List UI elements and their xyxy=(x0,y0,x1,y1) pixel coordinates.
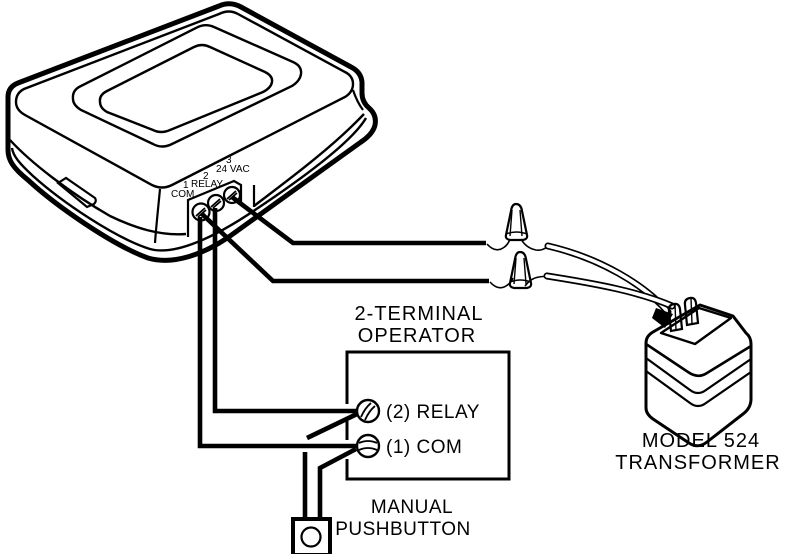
transformer-seam-1 xyxy=(645,357,752,395)
receiver-lid xyxy=(71,24,303,148)
wire-nut-2 xyxy=(489,250,547,290)
wire-24vac-to-nut xyxy=(230,195,486,246)
wire-nut-1-curl-left xyxy=(486,238,511,251)
operator-terminal-relay-label: (2) RELAY xyxy=(386,402,480,423)
terminal-2-number: 2 xyxy=(203,171,209,182)
transformer-label-line1: MODEL 524 xyxy=(642,430,760,452)
transformer-lead-2 xyxy=(543,272,676,310)
wire-nut-1 xyxy=(486,202,548,251)
receiver-wall-line-left xyxy=(9,139,187,236)
terminal-3-number: 3 xyxy=(226,155,232,166)
transformer-prong-2 xyxy=(683,296,700,327)
wire-nut-1-cone xyxy=(504,202,529,242)
pushbutton-button xyxy=(300,526,322,548)
receiver-rim-inner xyxy=(10,117,368,252)
receiver-notch-tab xyxy=(56,176,97,209)
operator-box: 2-TERMINAL OPERATOR (2) RELAY (1) COM xyxy=(345,303,511,481)
manual-pushbutton: MANUAL PUSHBUTTON xyxy=(291,497,471,554)
terminal-panel xyxy=(186,179,243,237)
transformer-label-line2: TRANSFORMER xyxy=(615,452,780,474)
operator-screw-relay xyxy=(355,398,381,424)
wire-nut-1-ridges xyxy=(505,209,528,237)
transformer: MODEL 524 TRANSFORMER xyxy=(615,296,780,474)
receiver-front-corner-edge xyxy=(153,188,162,244)
terminal-1-number: 1 xyxy=(183,180,189,191)
operator-screw-com xyxy=(355,433,381,459)
wire-com-to-operator xyxy=(197,217,356,449)
wire-com-to-nut xyxy=(200,212,489,284)
wire-nut-2-cone xyxy=(508,250,533,290)
pushbutton-label-line1: MANUAL xyxy=(371,497,453,518)
transformer-seam-2 xyxy=(645,370,752,408)
terminal-3-label: 24 VAC xyxy=(216,164,250,175)
terminal-2-label: RELAY xyxy=(191,179,223,190)
terminal-1-label: COM xyxy=(171,189,194,200)
operator-terminal-com-label: (1) COM xyxy=(386,437,462,458)
receiver-right-corner-edge xyxy=(351,89,364,111)
pushbutton-wire-relay xyxy=(302,411,358,521)
pushbutton-label-line2: PUSHBUTTON xyxy=(335,519,471,540)
receiver-top-face xyxy=(14,10,355,189)
receiver-lid-window xyxy=(98,43,274,134)
receiver-device: 1 COM 2 RELAY 3 24 VAC xyxy=(5,1,378,263)
operator-box-outline xyxy=(345,350,511,481)
pushbutton-wire-com xyxy=(317,446,358,521)
receiver-wall-line-right xyxy=(253,113,365,207)
operator-title-line2: OPERATOR xyxy=(358,325,476,347)
transformer-prong-1 xyxy=(667,302,684,333)
transformer-wire-entry xyxy=(652,308,673,328)
transformer-body xyxy=(644,303,753,448)
receiver-outline xyxy=(5,1,378,263)
operator-title-line1: 2-TERMINAL xyxy=(355,303,484,325)
wire-nut-2-ridges xyxy=(509,257,532,285)
wire-relay-to-operator xyxy=(212,208,356,414)
transformer-top-edges xyxy=(645,342,752,378)
wire-nut-1-curl-right xyxy=(520,238,548,251)
